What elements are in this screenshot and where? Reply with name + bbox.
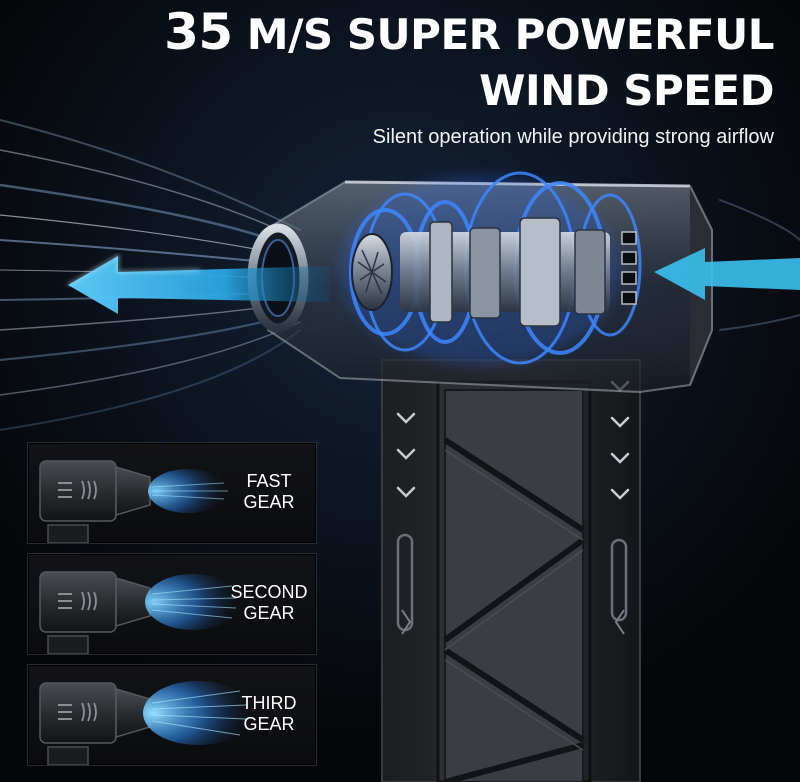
headline-speed-number: 35 — [164, 3, 233, 61]
blower-nozzle-icon — [39, 571, 241, 654]
gear-label-line1: FAST — [246, 471, 292, 491]
arrow-left-icon — [654, 248, 800, 300]
gear-label-line1: THIRD — [241, 693, 297, 713]
gear-panel-fast: FAST GEAR — [27, 442, 317, 544]
gear-label: THIRD GEAR — [224, 693, 314, 735]
headline: 35 M/S SUPER POWERFUL WIND SPEED — [164, 4, 774, 119]
blower-nozzle-icon — [39, 460, 228, 543]
subtitle: Silent operation while providing strong … — [372, 126, 774, 148]
blower-nozzle-icon — [39, 681, 253, 765]
gear-label-line2: GEAR — [243, 492, 295, 512]
gear-panel-third: THIRD GEAR — [27, 664, 317, 766]
gear-label: SECOND GEAR — [224, 582, 314, 624]
gear-panel-second: SECOND GEAR — [27, 553, 317, 655]
gear-label: FAST GEAR — [224, 471, 314, 513]
gear-label-line2: GEAR — [243, 714, 295, 734]
headline-line2: WIND SPEED — [479, 66, 774, 115]
arrow-left-icon — [67, 254, 330, 314]
gear-label-line1: SECOND — [230, 582, 308, 602]
gear-label-line2: GEAR — [243, 603, 295, 623]
headline-line1: M/S SUPER POWERFUL — [246, 10, 775, 59]
blower-handle — [381, 359, 641, 782]
